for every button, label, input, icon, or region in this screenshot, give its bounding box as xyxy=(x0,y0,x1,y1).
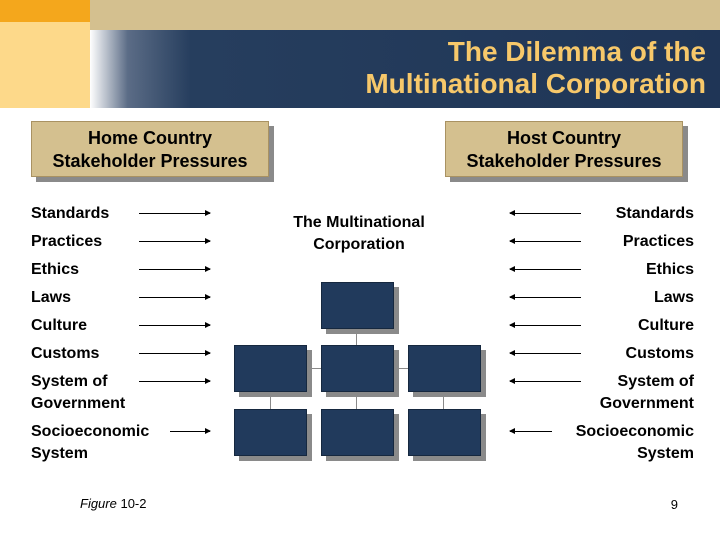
home-pressure-ethics: Ethics xyxy=(31,261,80,278)
host-arrow-socioeconomic xyxy=(509,428,552,434)
home-country-box-line-2: Stakeholder Pressures xyxy=(52,151,248,171)
org-box-row1-center xyxy=(321,345,394,392)
org-connector-row1-left xyxy=(307,368,321,369)
host-arrow-standards xyxy=(509,210,581,216)
org-box-row1-left xyxy=(234,345,307,392)
home-arrow-standards xyxy=(139,210,211,216)
host-country-box: Host Country Stakeholder Pressures xyxy=(445,121,683,177)
org-connector-row1-right xyxy=(394,368,408,369)
corner-accent-orange xyxy=(0,0,90,22)
host-country-box-line-2: Stakeholder Pressures xyxy=(466,151,662,171)
slide-title-line-1: The Dilemma of the xyxy=(447,36,706,67)
slide-title-line-2: Multinational Corporation xyxy=(365,68,706,99)
host-pressure-government-line-1: System of xyxy=(617,373,694,390)
mnc-label-line-2: Corporation xyxy=(313,236,405,253)
home-country-box: Home Country Stakeholder Pressures xyxy=(31,121,269,177)
host-country-box-line-1: Host Country xyxy=(507,128,621,148)
home-pressure-socioeconomic-line-2: System xyxy=(31,445,88,462)
host-arrow-culture xyxy=(509,322,581,328)
org-box-row2-left xyxy=(234,409,307,456)
host-arrow-government xyxy=(509,378,581,384)
title-bar xyxy=(90,30,720,108)
home-arrow-laws xyxy=(139,294,211,300)
mnc-label-line-1: The Multinational xyxy=(293,214,425,231)
corner-accent-light xyxy=(0,22,90,108)
org-connector-col2 xyxy=(356,392,357,409)
figure-caption: Figure 10-2 xyxy=(80,496,147,511)
home-pressure-practices: Practices xyxy=(31,233,103,250)
host-pressure-socioeconomic-line-2: System xyxy=(637,445,694,462)
home-pressure-culture: Culture xyxy=(31,317,87,334)
host-arrow-customs xyxy=(509,350,581,356)
home-pressure-government-line-2: Government xyxy=(31,395,126,412)
top-band xyxy=(90,0,720,30)
org-box-top xyxy=(321,282,394,329)
host-pressure-practices: Practices xyxy=(622,233,694,250)
org-connector-col3 xyxy=(443,392,444,409)
home-arrow-practices xyxy=(139,238,211,244)
figure-caption-number: 10-2 xyxy=(116,496,147,511)
org-connector-col1 xyxy=(270,392,271,409)
host-pressure-culture: Culture xyxy=(638,317,694,334)
figure-caption-word: Figure xyxy=(80,496,117,511)
home-country-box-line-1: Home Country xyxy=(87,128,212,148)
host-arrow-ethics xyxy=(509,266,581,272)
home-arrow-ethics xyxy=(139,266,211,272)
slide-title: The Dilemma of the Multinational Corpora… xyxy=(365,36,706,100)
host-pressure-customs: Customs xyxy=(625,345,694,362)
host-pressure-ethics: Ethics xyxy=(645,261,694,278)
host-pressure-socioeconomic-line-1: Socioeconomic xyxy=(575,423,694,440)
home-arrow-socioeconomic xyxy=(170,428,211,434)
org-box-row2-right xyxy=(408,409,481,456)
home-arrow-government xyxy=(139,378,211,384)
home-pressure-socioeconomic-line-1: Socioeconomic xyxy=(31,423,150,440)
org-box-row2-center xyxy=(321,409,394,456)
mnc-label: The Multinational Corporation xyxy=(270,212,448,256)
host-pressure-government-line-2: Government xyxy=(599,395,694,412)
host-pressure-laws: Laws xyxy=(653,289,694,306)
host-arrow-laws xyxy=(509,294,581,300)
home-pressure-standards: Standards xyxy=(31,205,110,222)
home-pressure-laws: Laws xyxy=(31,289,72,306)
home-pressure-government-line-1: System of xyxy=(31,373,108,390)
home-pressure-customs: Customs xyxy=(31,345,100,362)
org-connector-top xyxy=(356,328,357,345)
home-arrow-culture xyxy=(139,322,211,328)
page-number: 9 xyxy=(670,497,678,512)
host-arrow-practices xyxy=(509,238,581,244)
org-box-row1-right xyxy=(408,345,481,392)
host-pressure-standards: Standards xyxy=(615,205,694,222)
home-arrow-customs xyxy=(139,350,211,356)
